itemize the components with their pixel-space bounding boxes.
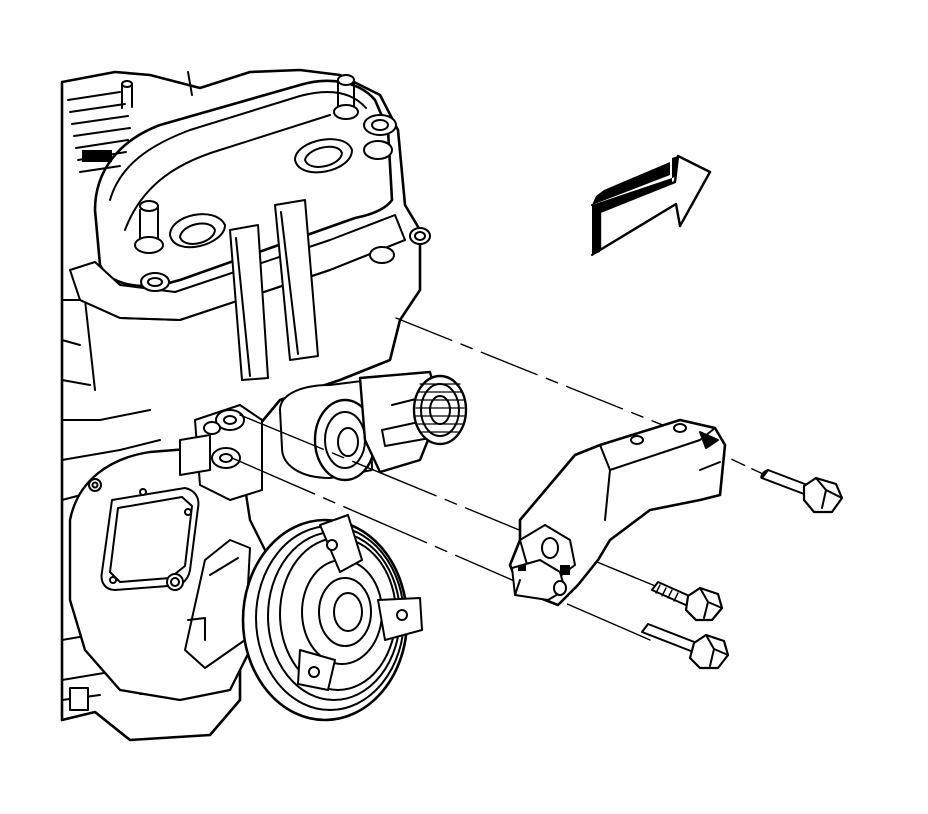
mount-bracket-icon xyxy=(508,418,727,607)
block-mount-bosses xyxy=(179,404,263,501)
timing-cover-icon xyxy=(68,446,272,702)
valve-cover-icon xyxy=(67,71,431,381)
bolt-upper-icon xyxy=(760,469,844,514)
balancer-pulley-icon xyxy=(241,514,423,722)
bolt-middle-icon xyxy=(651,581,724,622)
bolt-lower-icon xyxy=(641,623,730,670)
tensioner-pulley-icon xyxy=(279,370,468,482)
front-direction-arrow-icon xyxy=(591,154,712,256)
